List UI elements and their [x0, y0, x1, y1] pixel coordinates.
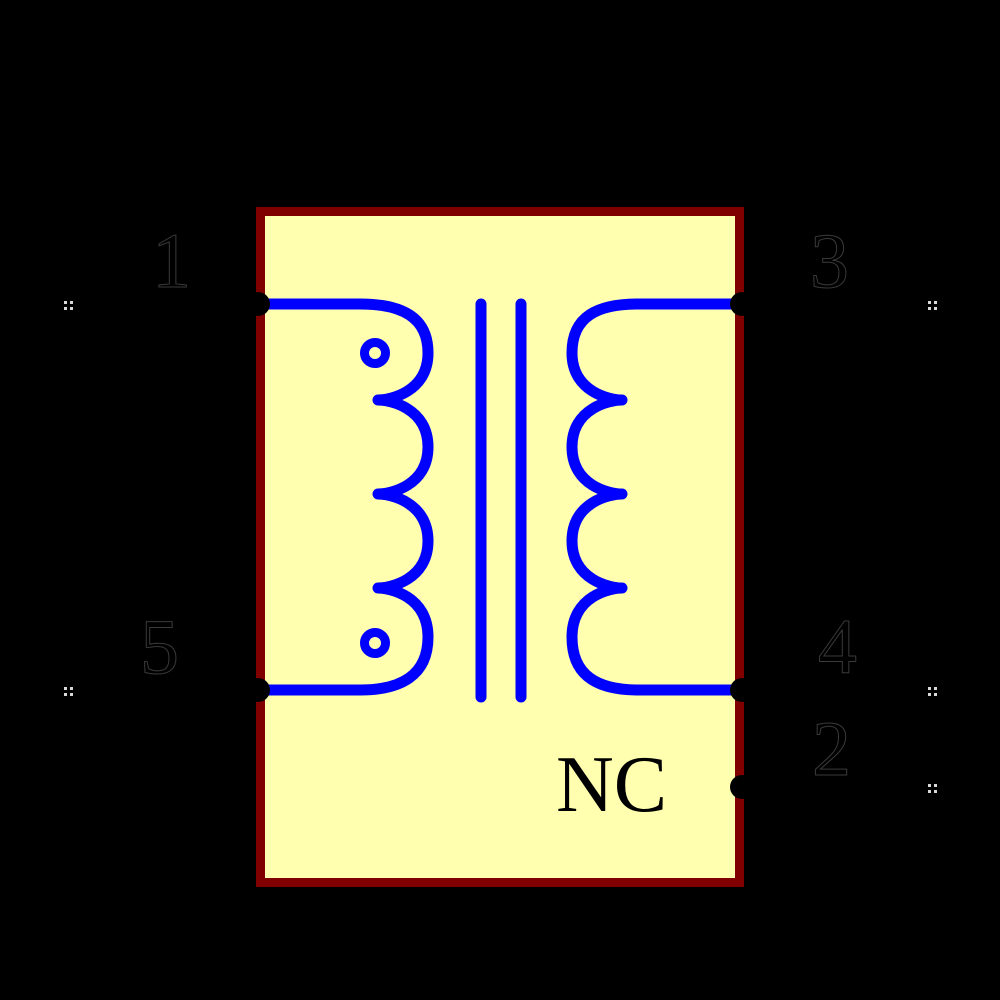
pin-dot-1[interactable] [246, 292, 270, 316]
pin-endpoint-marker-4 [928, 687, 937, 696]
polarity-dots [360, 338, 390, 658]
marker-dot [934, 784, 937, 787]
marker-dot [928, 784, 931, 787]
pin-wires [252, 298, 748, 696]
marker-dot [934, 307, 937, 310]
marker-dot [64, 301, 67, 304]
secondary-winding[interactable] [566, 298, 644, 696]
marker-dot [70, 687, 73, 690]
marker-dot [64, 693, 67, 696]
pin-connection-dots [246, 292, 754, 799]
marker-dot [70, 301, 73, 304]
marker-dot [934, 790, 937, 793]
body-label-nc: NC [556, 741, 668, 829]
marker-dot [64, 307, 67, 310]
pin-dot-2[interactable] [730, 775, 754, 799]
marker-dot [928, 693, 931, 696]
transformer-core-lines [475, 298, 527, 703]
pin-endpoint-marker-1 [64, 301, 73, 310]
pin-number-4: 4 [818, 603, 858, 690]
primary-winding[interactable] [354, 298, 434, 696]
marker-dot [64, 687, 67, 690]
pin-number-2: 2 [812, 705, 852, 792]
pin-number-1: 1 [152, 217, 192, 304]
component-body-rect[interactable] [256, 207, 744, 887]
marker-dot [928, 790, 931, 793]
marker-dot [928, 301, 931, 304]
pin-endpoint-marker-3 [928, 301, 937, 310]
pin-dot-4[interactable] [730, 678, 754, 702]
marker-dot [934, 693, 937, 696]
pin-dot-3[interactable] [730, 292, 754, 316]
marker-dot [928, 687, 931, 690]
marker-dot [70, 307, 73, 310]
marker-dot [70, 693, 73, 696]
pin-dot-5[interactable] [246, 678, 270, 702]
marker-dot [934, 687, 937, 690]
pin-endpoint-marker-2 [928, 784, 937, 793]
polarity-dot-top [360, 338, 390, 368]
polarity-dot-bottom [360, 628, 390, 658]
pin-number-3: 3 [810, 217, 850, 304]
marker-dot [928, 307, 931, 310]
marker-dot [934, 301, 937, 304]
pin-number-5: 5 [140, 603, 180, 690]
pin-endpoint-marker-5 [64, 687, 73, 696]
